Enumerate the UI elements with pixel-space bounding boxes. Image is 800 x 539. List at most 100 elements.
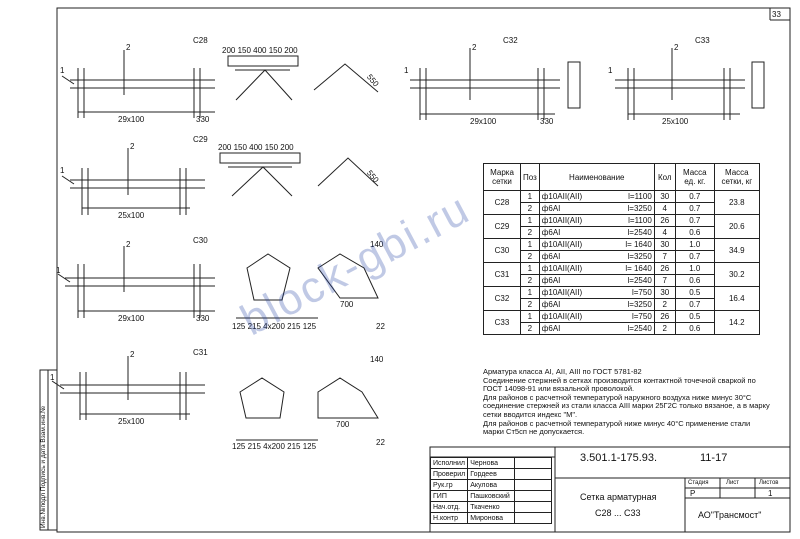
th-name: Наименование [538, 163, 655, 191]
cell-name: ф10АII(АII)l=750 [538, 310, 655, 323]
signature-name: Акулова [467, 479, 516, 491]
title-line-2: С28 ... С33 [595, 508, 641, 518]
cell-pos: 1 [520, 238, 540, 251]
cell-unit: 0.7 [674, 298, 715, 311]
signature-name: Гордеев [467, 468, 516, 480]
cell-mark: С30 [483, 238, 521, 263]
note-4: Для районов с расчетной температурой ниж… [483, 418, 751, 437]
th-unit: Масса ед. кг. [674, 163, 715, 191]
cell-unit: 0.7 [674, 202, 715, 215]
cell-total: 23.8 [713, 190, 760, 215]
cell-name: ф10АII(АII)l= 1640 [538, 262, 655, 275]
dim-pos1-c28: 1 [60, 66, 65, 75]
cell-total: 34.9 [713, 238, 760, 263]
cell-qty: 30 [653, 286, 676, 299]
bar-name: ф6АI [541, 324, 561, 333]
dim-330-c30: 330 [196, 314, 210, 323]
cell-unit: 0.7 [674, 190, 715, 203]
signature-role: Исполнил [429, 457, 469, 469]
bar-name: ф6АI [541, 276, 561, 285]
c28-section [227, 55, 379, 101]
bar-name: ф10АII(АII) [541, 216, 583, 225]
th-pos: Поз [520, 163, 540, 191]
signature-sign [514, 512, 553, 524]
spec-table: Марка сетки Поз Наименование Кол Масса е… [483, 163, 760, 335]
cell-unit: 0.6 [674, 274, 715, 287]
notes: Арматура класса АI, АII, АIII по ГОСТ 57… [483, 367, 773, 437]
dim-pos2-c30: 2 [126, 240, 131, 249]
dim-pos2-c33: 2 [674, 43, 679, 52]
cell-qty: 4 [653, 226, 676, 239]
cell-unit: 0.7 [674, 214, 715, 227]
signature-name: Чернова [467, 457, 516, 469]
cell-qty: 4 [653, 202, 676, 215]
signature-role: Проверил [429, 468, 469, 480]
th-total: Масса сетки, кг [713, 163, 760, 191]
cell-pos: 2 [520, 250, 540, 263]
cell-mark: С29 [483, 214, 521, 239]
sheet-label: Лист [726, 480, 740, 486]
cell-pos: 2 [520, 274, 540, 287]
cell-pos: 2 [520, 298, 540, 311]
dim-pos2-c28: 2 [126, 43, 131, 52]
c32-plan [410, 48, 581, 120]
dim-700-c30: 700 [340, 300, 354, 309]
bar-length: l=3250 [627, 204, 652, 213]
note-1: Арматура класса АI, АII, АIII по ГОСТ 57… [483, 367, 642, 376]
dim-pos1-c31: 1 [50, 373, 55, 382]
cell-qty: 30 [653, 238, 676, 251]
cell-unit: 0.5 [674, 286, 715, 299]
dim-pos1-c33: 1 [608, 66, 613, 75]
dim-140-c30: 140 [370, 240, 384, 249]
bar-length: l=1100 [628, 216, 652, 225]
bar-name: ф10АII(АII) [541, 312, 583, 321]
binding-strip-label: Инв.№подл Подпись и дата Взам.инв.№ [40, 405, 47, 528]
dim-22-c30: 22 [376, 322, 385, 331]
cell-qty: 26 [653, 262, 676, 275]
dim-bottom-c31: 125 215 4x200 215 125 [232, 442, 317, 451]
dim-pos1-c29: 1 [60, 166, 65, 175]
cell-pos: 1 [520, 262, 540, 275]
bar-length: l=3250 [627, 300, 652, 309]
cell-unit: 0.6 [674, 226, 715, 239]
dim-span-c31: 25x100 [118, 417, 145, 426]
doc-code: 3.501.1-175.93. [580, 452, 658, 464]
cell-pos: 1 [520, 286, 540, 299]
cell-qty: 2 [653, 322, 676, 335]
note-3: Для районов с расчетной температурой нар… [483, 392, 770, 419]
signature-row: Нач.отд.Ткаченко [429, 501, 553, 513]
label-c31: С31 [193, 348, 208, 357]
cell-pos: 2 [520, 226, 540, 239]
label-c29: С29 [193, 135, 208, 144]
page-number: 33 [772, 10, 781, 19]
c33-plan [615, 48, 765, 120]
cell-qty: 2 [653, 298, 676, 311]
c29-section [219, 152, 379, 197]
label-c28: С28 [193, 36, 208, 45]
bar-name: ф6АI [541, 300, 561, 309]
dim-span-c28: 29x100 [118, 115, 145, 124]
sheets-total: 1 [768, 489, 773, 498]
signature-sign [514, 468, 553, 480]
bar-name: ф10АII(АII) [541, 192, 583, 201]
dim-pos2-c32: 2 [472, 43, 477, 52]
signature-sign [514, 479, 553, 491]
signature-sign [514, 490, 553, 502]
dim-22-c31: 22 [376, 438, 385, 447]
cell-mark: С33 [483, 310, 521, 335]
dim-140-c31: 140 [370, 355, 384, 364]
cell-qty: 26 [653, 310, 676, 323]
stage-label: Стадия [688, 480, 709, 486]
